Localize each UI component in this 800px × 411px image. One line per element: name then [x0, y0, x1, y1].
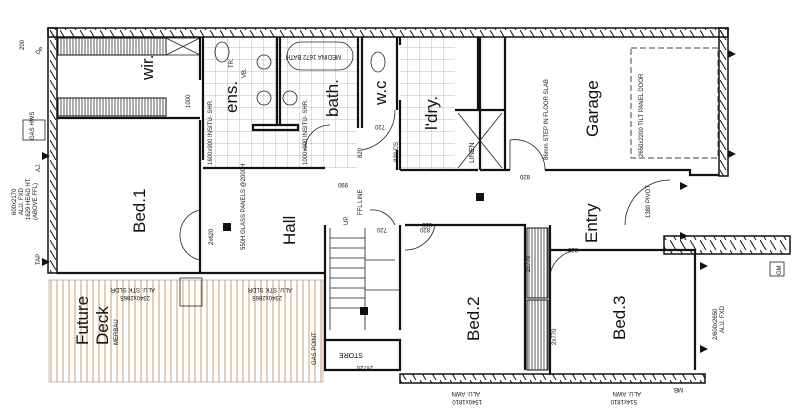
window-note: (ABOVE FFL) [33, 183, 39, 220]
bed2-door-size: 820 [421, 221, 432, 227]
vb-label: VB. [242, 68, 248, 78]
interior-walls [57, 37, 719, 375]
staircase[interactable] [329, 228, 400, 330]
room-label-wir: wir. [138, 55, 157, 82]
room-label-bath: bath. [323, 79, 342, 117]
bath-spec: MEDINA 1672 BATH [286, 53, 341, 59]
room-label-laundry: l'dry. [422, 96, 441, 130]
garage-panel-note: 2650x2200 TILT PANEL DOOR [639, 73, 645, 157]
room-label-garage: Garage [583, 80, 602, 137]
window-note: 600x2170 [12, 188, 18, 215]
window-note: ALU. FXD [720, 305, 726, 333]
external-wall-top [47, 27, 729, 38]
bed1-door-size: 2x620 [209, 228, 215, 245]
bathtub[interactable] [286, 41, 354, 71]
garage-tilt-door [630, 47, 719, 159]
tr-label: TR. [229, 58, 235, 68]
gas-point-label: GAS POINT [312, 332, 318, 365]
bed2-robe [526, 227, 549, 299]
slider-note: 2340x2865 [252, 294, 282, 300]
smoke-detector-icon [476, 193, 484, 201]
gas-meter-label: GM [777, 265, 783, 275]
entry-pivot-note: 1380 PIVOT [646, 185, 652, 218]
aj-label: AJ. [36, 163, 42, 172]
shower-spec: 1000x900 INSITU- SHR. [303, 99, 309, 165]
room-label-bed1: Bed.1 [130, 189, 149, 233]
stair-up-label: UP. [344, 215, 350, 225]
ffl-line-label: FFL LINE [358, 190, 364, 215]
meter-box-label: MB. [672, 386, 683, 392]
bed3-robe [526, 299, 549, 371]
glass-panels-note: 550H GLASS PANELS @2000H [241, 164, 247, 250]
store-door-size: 2x720 [356, 364, 373, 370]
dim-200: 200 [20, 39, 26, 50]
robe-size: 2x770 [552, 328, 558, 345]
aj-markers [42, 50, 736, 353]
slider-note: ALU. STK SLDR [110, 286, 155, 292]
hall-door-size: 820 [419, 226, 430, 232]
wir-shelf-top [57, 37, 167, 56]
basin [256, 54, 272, 70]
room-label-store: STORE [339, 351, 363, 358]
room-label-wc: w.c [371, 80, 390, 106]
wc-door-size: 720 [374, 123, 385, 129]
room-label-future: Future [73, 296, 92, 345]
door-swings [179, 109, 671, 276]
room-label-ens: ens. [222, 81, 241, 113]
external-wall-garage-right [718, 27, 729, 177]
downpipe-label: DP [35, 46, 45, 56]
room-label-entry: Entry [582, 203, 601, 243]
external-wall-bottom [399, 373, 706, 384]
window-note: ALU. AWN [452, 390, 480, 396]
shower-spec: 1600x900 INSITU- SHR. [208, 99, 214, 165]
smoke-detector-icon [223, 223, 231, 231]
external-wall-left [47, 27, 58, 274]
downpipe-box [179, 277, 203, 307]
gas-hws-label: GAS HWS [30, 112, 36, 140]
toilet-icon [214, 41, 230, 63]
garage-step-note: 86mm STEP IN FLOOR SLAB [544, 79, 550, 160]
laundry-tiles [400, 38, 455, 170]
tap-label: TAP [36, 254, 42, 265]
basin [256, 90, 272, 106]
wir-shelf-bottom [57, 97, 167, 117]
stair-door-size: 720 [376, 226, 387, 232]
window-note: 2/600x2650 [713, 308, 719, 340]
dim-1000: 1000 [186, 94, 192, 108]
robe-size: 2x770 [526, 255, 532, 272]
porch-wall [663, 235, 791, 255]
window-note: 1540x1810 [452, 398, 482, 404]
deck-material: MERBAU [114, 319, 120, 345]
window-note: 514x1810 [610, 398, 637, 404]
laundry-door-size: 820 CS [394, 142, 400, 162]
slider-note: 2340x2865 [120, 294, 150, 300]
dim-990: 990 [337, 181, 348, 187]
bed3-door-size: 820 [567, 246, 578, 252]
bath-door-size: 820 [358, 147, 364, 158]
room-label-linen: LINEN [469, 142, 476, 163]
room-label-bed2: Bed.2 [464, 297, 483, 341]
room-label-hall: Hall [280, 216, 299, 245]
future-deck [48, 279, 324, 383]
basin [282, 90, 298, 106]
room-label-deck: Deck [93, 306, 112, 345]
slider-note: ALU. STK SLDR [247, 286, 292, 292]
smoke-detector-icon [360, 307, 368, 315]
garage-door-size: 820 [519, 173, 530, 179]
toilet-icon [370, 51, 386, 73]
room-label-bed3: Bed.3 [610, 296, 629, 340]
window-note: ALU. FXD [19, 187, 25, 215]
window-note: 1629 HEAD HT. [26, 177, 32, 220]
window-note: ALU. AWN [613, 390, 641, 396]
